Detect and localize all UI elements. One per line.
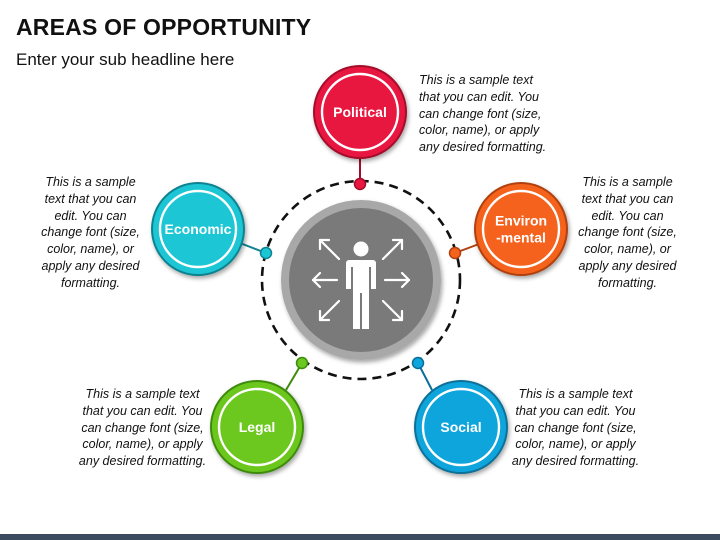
environmental-label: Environ [495,213,547,229]
page-title: AREAS OF OPPORTUNITY [16,14,312,40]
economic-dot [259,246,273,260]
node-social: Social [414,380,508,474]
node-legal: Legal [210,380,304,474]
political-dot [353,177,367,191]
environmental-description: This is a sample text that you can edit.… [578,175,677,290]
political-description: This is a sample text that you can edit.… [419,73,547,155]
economic-description: This is a sample text that you can edit.… [41,175,140,290]
legal-description: This is a sample text that you can edit.… [78,387,207,469]
economic-inner-circle [158,189,238,269]
bottom-bar [0,534,720,540]
center-hub [281,200,441,360]
legal-dot [295,356,309,370]
social-label: Social [440,419,481,435]
political-inner-circle [320,72,400,152]
environmental-inner-circle [481,189,561,269]
political-label: Political [333,104,387,120]
node-economic: Economic [151,182,245,276]
social-description: This is a sample text that you can edit.… [511,387,640,469]
page-subtitle: Enter your sub headline here [16,50,235,69]
person-arrows-icon [311,238,411,329]
environmental-label: -mental [496,230,546,246]
economic-label: Economic [165,221,232,237]
legal-inner-circle [217,387,297,467]
legal-label: Legal [239,419,276,435]
environmental-dot [448,246,462,260]
social-dot [411,356,425,370]
node-political: Political [313,65,407,159]
node-environmental: Environ-mental [474,182,568,276]
social-inner-circle [421,387,501,467]
